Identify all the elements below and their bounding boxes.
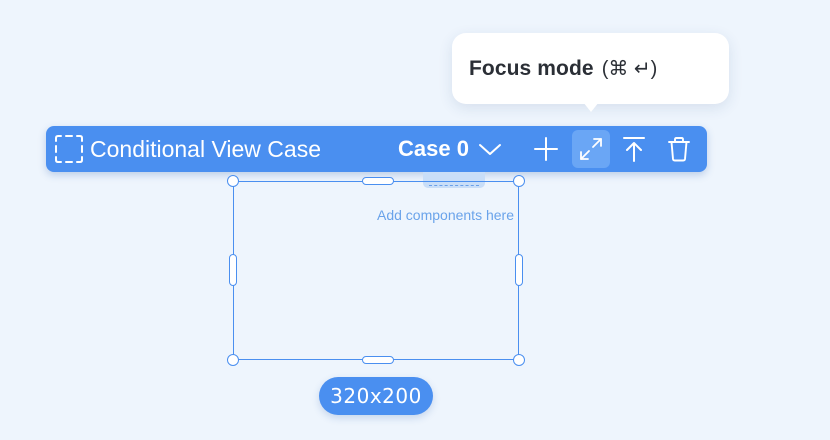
chevron-down-icon [478,144,501,155]
drop-slot-dash [429,185,479,186]
move-to-top-button[interactable] [615,130,653,168]
case-selector-value: Case 0 [398,136,469,161]
expand-icon [580,138,602,160]
resize-handle-right[interactable] [515,254,523,286]
case-selector[interactable]: Case 0 [398,126,503,172]
size-badge: 320x200 [319,377,433,415]
tooltip-label: Focus mode [469,56,594,80]
resize-handle-bottom-left[interactable] [227,354,239,366]
tooltip-arrow [583,102,599,112]
drop-slot[interactable] [423,172,485,188]
focus-mode-tooltip: Focus mode (⌘ ↵) [452,33,729,104]
add-components-hint: Add components here [377,207,514,223]
trash-icon [668,137,690,162]
component-title: Conditional View Case [90,136,321,162]
plus-icon [534,137,558,161]
resize-handle-bottom-right[interactable] [513,354,525,366]
arrow-up-to-line-icon [623,137,645,162]
resize-handle-top-right[interactable] [513,175,525,187]
tooltip-shortcut: (⌘ ↵) [601,58,658,80]
add-case-button[interactable] [527,130,565,168]
resize-handle-top[interactable] [362,177,394,185]
delete-button[interactable] [660,130,698,168]
resize-handle-left[interactable] [229,254,237,286]
resize-handle-bottom[interactable] [362,356,394,364]
component-toolbar: Conditional View Case Case 0 [46,126,707,172]
dashed-frame-icon [53,133,85,165]
focus-mode-button[interactable] [572,130,610,168]
resize-handle-top-left[interactable] [227,175,239,187]
